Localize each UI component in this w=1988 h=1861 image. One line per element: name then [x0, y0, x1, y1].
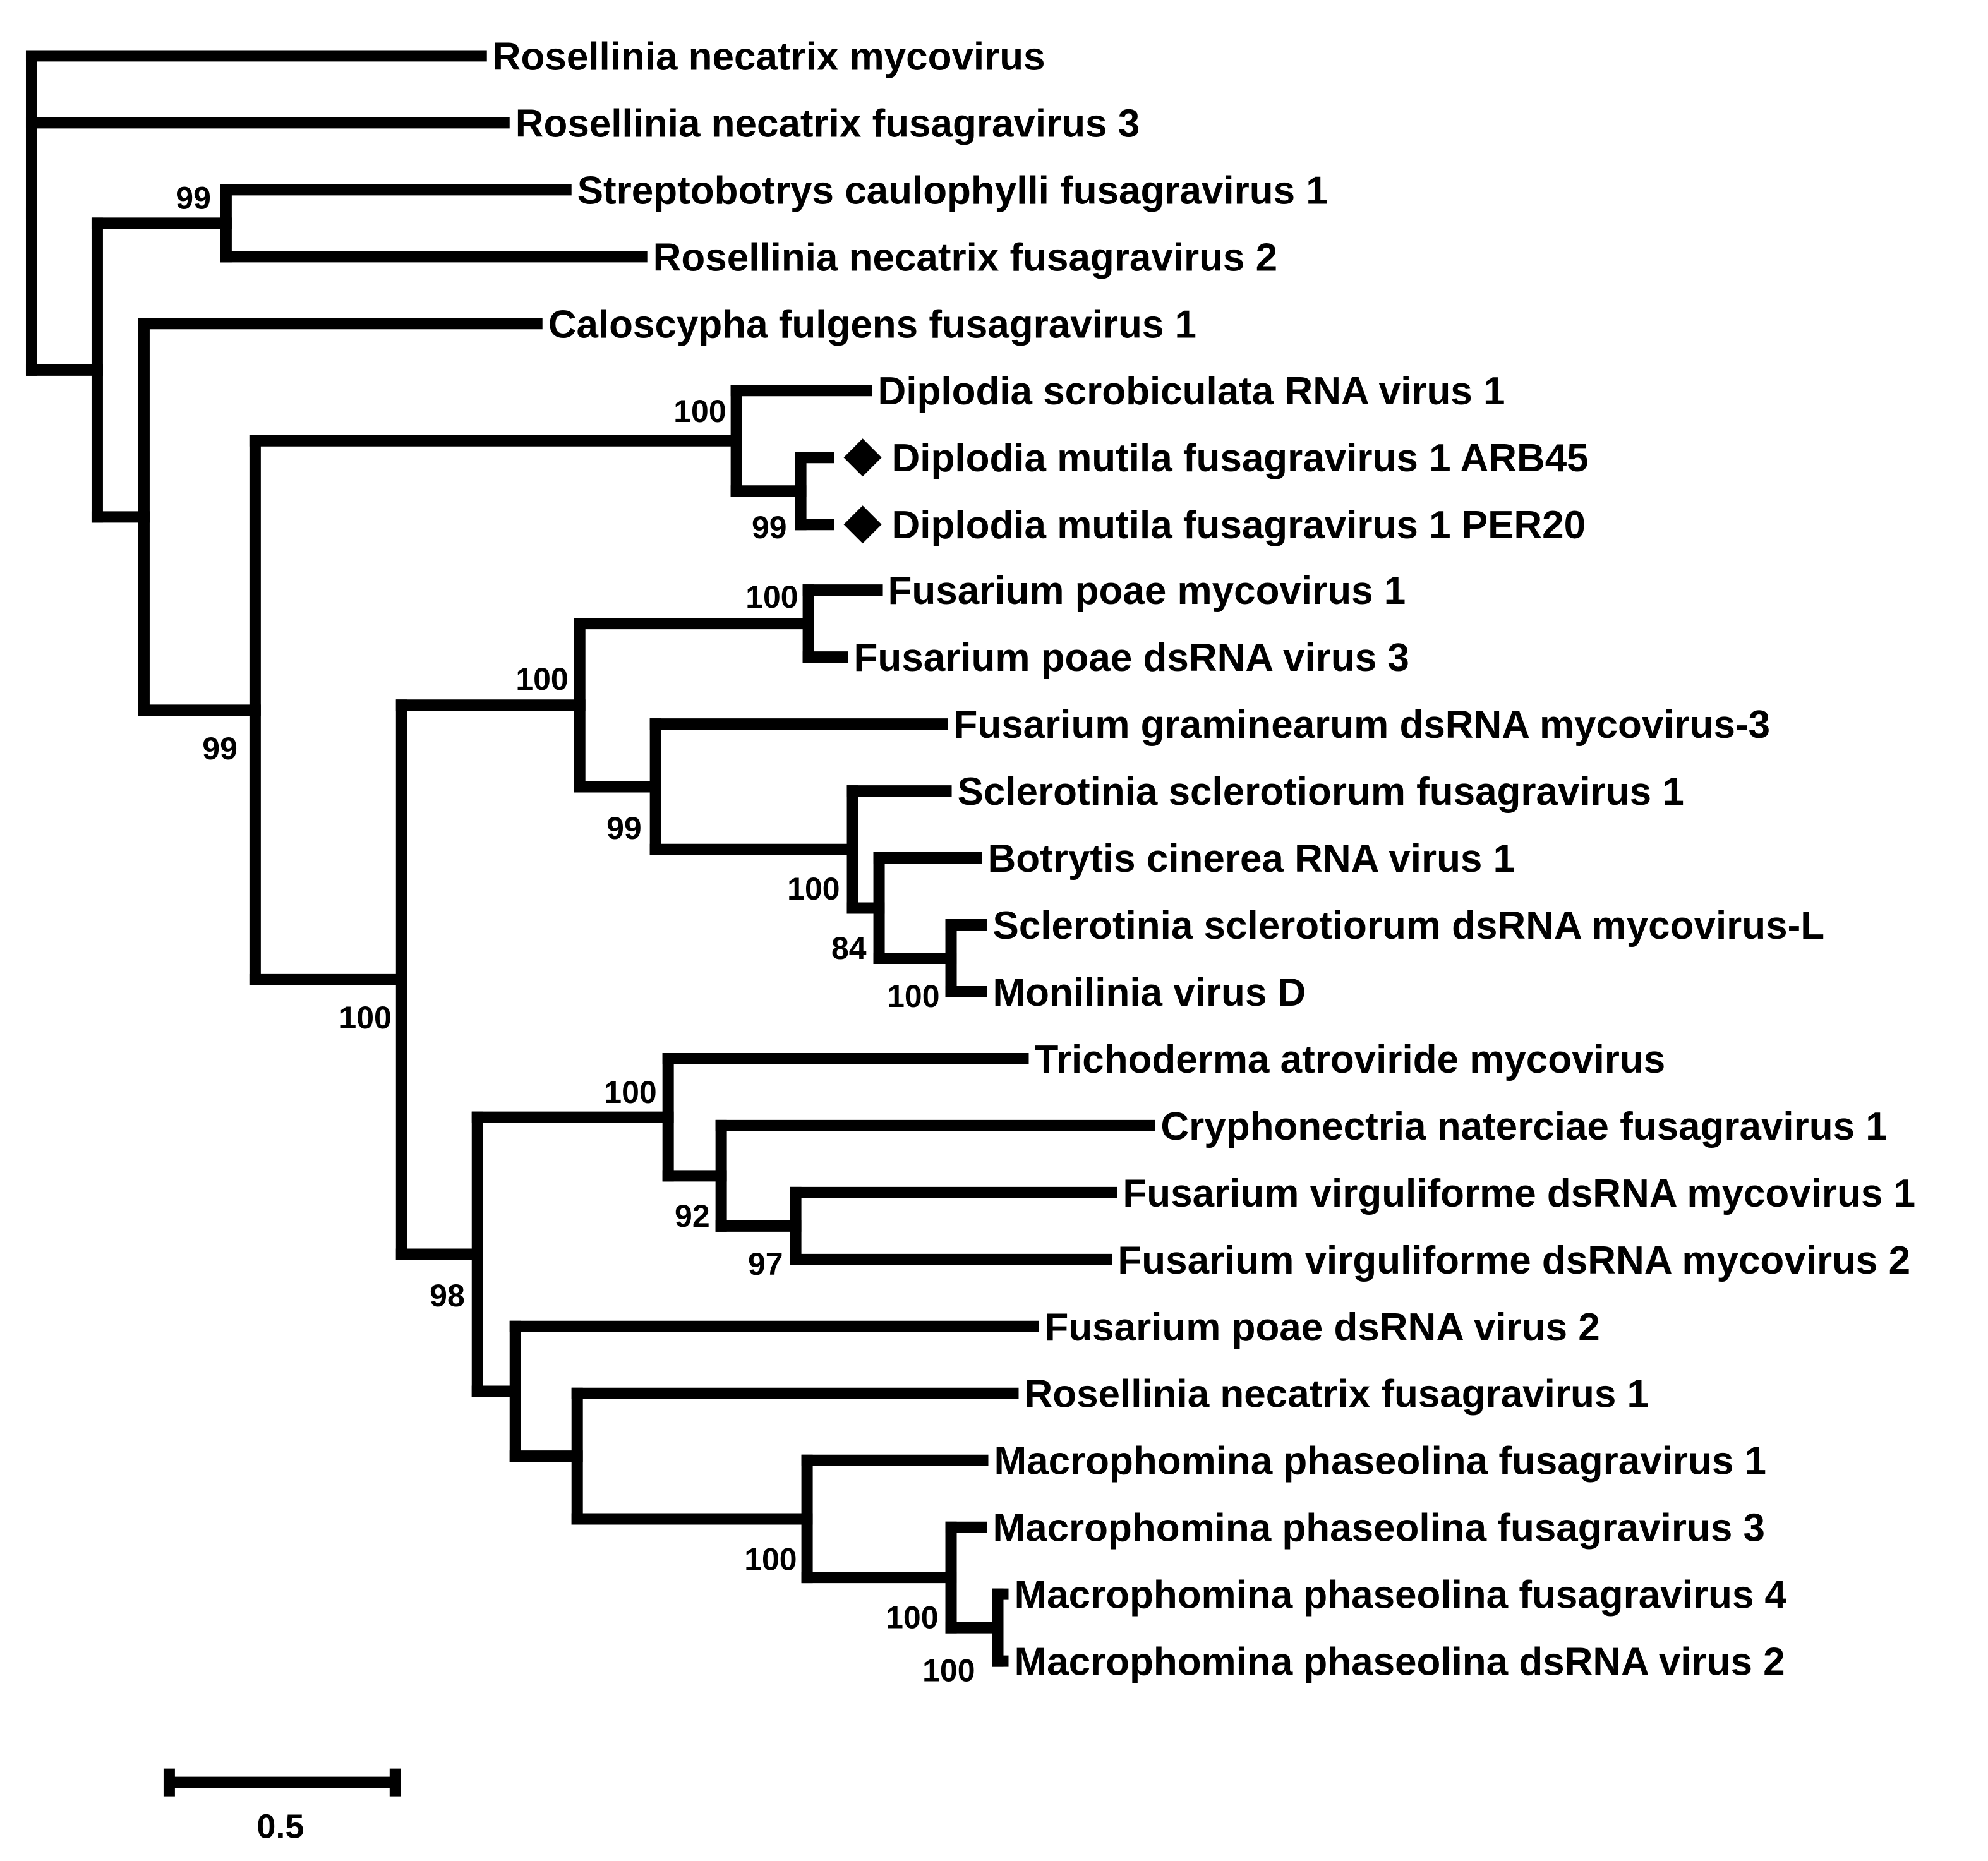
- bootstrap-value: 100: [604, 1075, 656, 1110]
- bootstrap-value: 100: [515, 661, 568, 697]
- diamond-marker-icon: [843, 438, 882, 477]
- scale-bar: 0.5: [163, 1768, 401, 1846]
- taxon-label: Cryphonectria naterciae fusagravirus 1: [1160, 1105, 1887, 1148]
- highlight-markers: [843, 438, 882, 544]
- taxon-label: Streptobotrys caulophylli fusagravirus 1: [577, 169, 1328, 212]
- bootstrap-value: 84: [831, 930, 867, 966]
- bootstrap-value: 98: [430, 1278, 465, 1313]
- taxon-label: Trichoderma atroviride mycovirus: [1034, 1038, 1665, 1081]
- bootstrap-value: 97: [748, 1246, 783, 1282]
- taxon-label: Macrophomina phaseolina fusagravirus 1: [994, 1440, 1766, 1483]
- taxon-labels: Rosellinia necatrix mycovirusRosellinia …: [493, 35, 1915, 1683]
- taxon-label: Rosellinia necatrix fusagravirus 2: [653, 236, 1277, 279]
- taxon-label: Macrophomina phaseolina fusagravirus 3: [993, 1507, 1765, 1550]
- bootstrap-value: 100: [922, 1653, 975, 1689]
- bootstrap-value: 99: [202, 731, 238, 766]
- taxon-label: Fusarium graminearum dsRNA mycovirus-3: [954, 703, 1771, 747]
- bootstrap-value: 100: [339, 1000, 391, 1035]
- tree-branches: [25, 50, 1155, 1667]
- bootstrap-value: 100: [787, 871, 840, 906]
- bootstrap-values: 99 99 100 99 100 100 100 99 100 84 100 100 92 97 98 100…: [176, 180, 975, 1688]
- taxon-label: Fusarium virguliforme dsRNA mycovirus 1: [1123, 1172, 1915, 1215]
- diamond-marker-icon: [843, 505, 882, 544]
- taxon-label: Rosellinia necatrix fusagravirus 1: [1024, 1373, 1648, 1416]
- taxon-label: Macrophomina phaseolina dsRNA virus 2: [1014, 1641, 1785, 1684]
- bootstrap-value: 100: [673, 394, 726, 429]
- bootstrap-value: 100: [745, 579, 798, 615]
- taxon-label: Diplodia scrobiculata RNA virus 1: [878, 370, 1505, 413]
- taxon-label: Rosellinia necatrix fusagravirus 3: [515, 102, 1140, 145]
- taxon-label: Macrophomina phaseolina fusagravirus 4: [1014, 1574, 1786, 1617]
- taxon-label: Fusarium poae dsRNA virus 2: [1044, 1306, 1599, 1349]
- taxon-label: Sclerotinia sclerotiorum dsRNA mycovirus…: [993, 904, 1825, 948]
- bootstrap-value: 100: [886, 1600, 938, 1635]
- taxon-label: Diplodia mutila fusagravirus 1 ARB45: [892, 437, 1589, 480]
- bootstrap-value: 100: [744, 1542, 797, 1577]
- bootstrap-value: 99: [176, 180, 211, 215]
- bootstrap-value: 99: [752, 510, 787, 545]
- bootstrap-value: 99: [606, 810, 642, 846]
- taxon-label: Monilinia virus D: [993, 971, 1306, 1015]
- taxon-label: Rosellinia necatrix mycovirus: [493, 35, 1045, 78]
- scale-bar-label: 0.5: [256, 1808, 304, 1846]
- taxon-label: Botrytis cinerea RNA virus 1: [988, 837, 1515, 881]
- taxon-label: Caloscypha fulgens fusagravirus 1: [548, 303, 1196, 346]
- taxon-label: Diplodia mutila fusagravirus 1 PER20: [892, 503, 1586, 547]
- bootstrap-value: 92: [675, 1198, 710, 1234]
- taxon-label: Fusarium poae dsRNA virus 3: [854, 636, 1409, 680]
- taxon-label: Fusarium virguliforme dsRNA mycovirus 2: [1117, 1239, 1910, 1282]
- bootstrap-value: 100: [887, 979, 939, 1014]
- taxon-label: Sclerotinia sclerotiorum fusagravirus 1: [958, 770, 1684, 814]
- taxon-label: Fusarium poae mycovirus 1: [888, 569, 1406, 613]
